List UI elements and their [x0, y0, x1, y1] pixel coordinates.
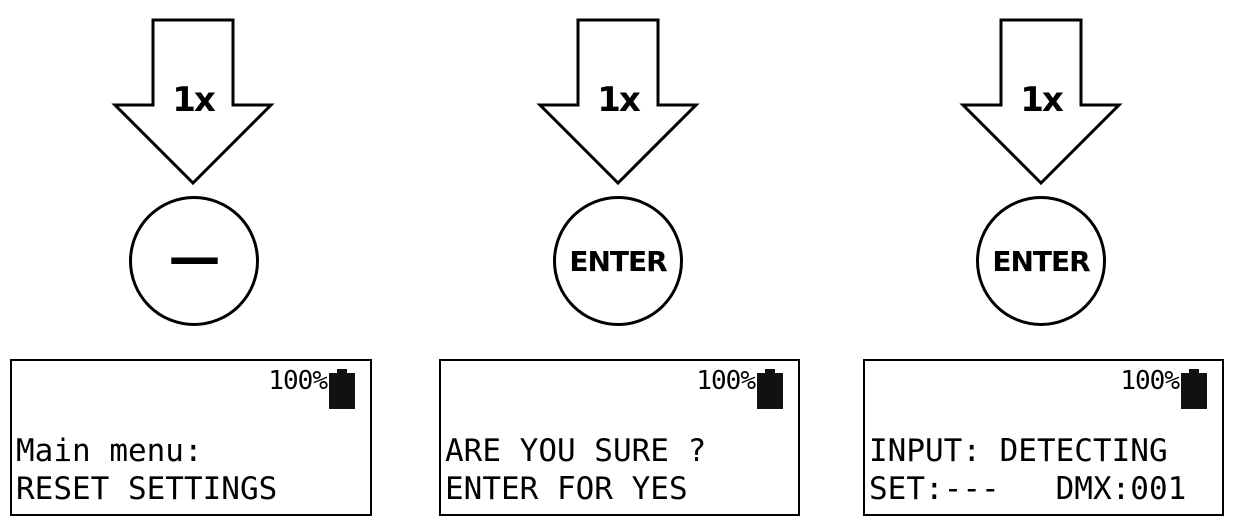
minus-icon: — [168, 228, 221, 288]
battery-percent: 100% [1120, 366, 1180, 396]
battery-indicator: 100% [1120, 366, 1207, 409]
down-arrow-icon [536, 18, 700, 186]
lcd-display: 100% ARE YOU SURE ? ENTER FOR YES [439, 359, 800, 516]
down-arrow-icon [959, 18, 1123, 186]
step-1: 1x — 100% Main menu: RESET SETTINGS [0, 0, 420, 529]
down-arrow-icon [111, 18, 275, 186]
enter-button[interactable]: ENTER [553, 196, 683, 326]
battery-percent: 100% [696, 366, 756, 396]
lcd-display: 100% INPUT: DETECTING SET:--- DMX:001 [863, 359, 1224, 516]
lcd-line-2: SET:--- DMX:001 [869, 471, 1187, 507]
battery-icon [1181, 369, 1207, 409]
enter-button[interactable]: ENTER [976, 196, 1106, 326]
step-3: 1x ENTER 100% INPUT: DETECTING SET:--- D… [848, 0, 1235, 529]
press-count-label: 1x [172, 80, 216, 120]
lcd-line-1: ARE YOU SURE ? [445, 433, 707, 469]
battery-indicator: 100% [268, 366, 355, 409]
minus-button[interactable]: — [129, 196, 259, 326]
step-2: 1x ENTER 100% ARE YOU SURE ? ENTER FOR Y… [425, 0, 845, 529]
press-count-label: 1x [597, 80, 641, 120]
lcd-display: 100% Main menu: RESET SETTINGS [10, 359, 372, 516]
battery-indicator: 100% [696, 366, 783, 409]
press-count-label: 1x [1020, 80, 1064, 120]
enter-button-label: ENTER [992, 244, 1090, 278]
battery-icon [329, 369, 355, 409]
battery-percent: 100% [268, 366, 328, 396]
enter-button-label: ENTER [569, 244, 667, 278]
battery-icon [757, 369, 783, 409]
lcd-line-1: INPUT: DETECTING [869, 433, 1168, 469]
lcd-line-1: Main menu: [16, 433, 203, 469]
lcd-line-2: RESET SETTINGS [16, 471, 278, 507]
lcd-line-2: ENTER FOR YES [445, 471, 688, 507]
